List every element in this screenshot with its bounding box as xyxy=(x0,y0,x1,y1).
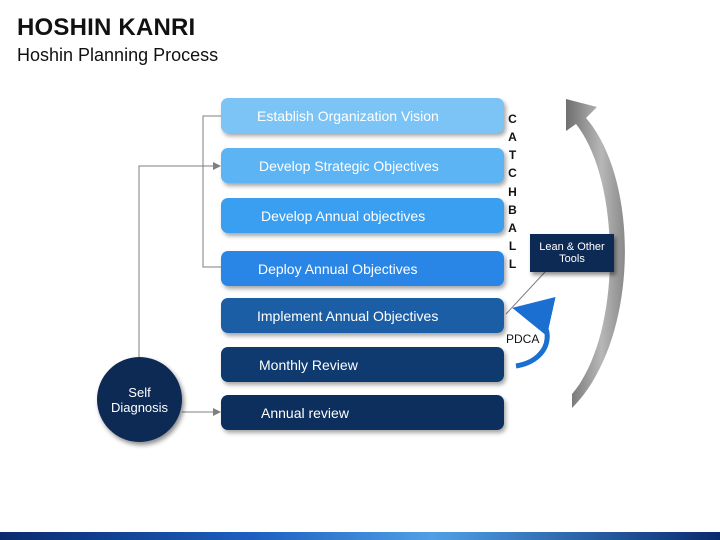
self-diagnosis-line1: Self xyxy=(128,384,151,400)
lean-tools-box: Lean & Other Tools xyxy=(530,234,614,272)
catchball-letter: A xyxy=(508,130,517,145)
self-diagnosis-line2: Diagnosis xyxy=(110,399,169,415)
lean-tools-line2: Tools xyxy=(559,253,585,265)
pdca-cycle-arrow xyxy=(512,297,556,369)
step-implement-annual-objectives: Implement Annual Objectives xyxy=(221,298,504,333)
self-to-strategic-arrow xyxy=(138,162,221,357)
step-label: Implement Annual Objectives xyxy=(257,307,439,324)
step-strategic-objectives: Develop Strategic Objectives xyxy=(221,148,504,183)
footer-gradient-bar xyxy=(0,532,720,540)
step-establish-vision: Establish Organization Vision xyxy=(221,98,504,133)
page-subtitle: Hoshin Planning Process xyxy=(17,45,219,65)
self-diagnosis-circle: Self Diagnosis xyxy=(97,357,182,442)
step-deploy-annual-objectives: Deploy Annual Objectives xyxy=(221,251,504,286)
step-label: Establish Organization Vision xyxy=(257,107,439,124)
catchball-letter: T xyxy=(508,148,517,163)
step-label: Monthly Review xyxy=(259,356,358,373)
catchball-letter: L xyxy=(508,238,517,253)
step-label: Develop Strategic Objectives xyxy=(259,157,439,174)
step-monthly-review: Monthly Review xyxy=(221,347,504,382)
catchball-letter: C xyxy=(508,166,517,181)
lean-tools-line1: Lean & Other xyxy=(539,241,605,253)
step-label: Deploy Annual Objectives xyxy=(258,260,418,277)
catchball-letter: C xyxy=(508,112,517,126)
catchball-letter: H xyxy=(508,184,517,199)
catchball-letter: L xyxy=(508,257,517,271)
page-title: HOSHIN KANRI xyxy=(17,14,196,41)
step-develop-annual-objectives: Develop Annual objectives xyxy=(221,198,504,233)
step-annual-review: Annual review xyxy=(221,395,504,430)
lean-tools-connector xyxy=(505,271,546,315)
catchball-letter: B xyxy=(508,202,517,217)
catchball-vertical-label: C A T C H B A L L xyxy=(505,113,520,270)
step-label: Develop Annual objectives xyxy=(261,207,426,224)
big-return-arrow xyxy=(566,99,625,408)
feedback-bracket xyxy=(202,115,221,268)
catchball-letter: A xyxy=(508,220,517,235)
pdca-label: PDCA xyxy=(506,332,540,346)
step-label: Annual review xyxy=(261,404,349,421)
